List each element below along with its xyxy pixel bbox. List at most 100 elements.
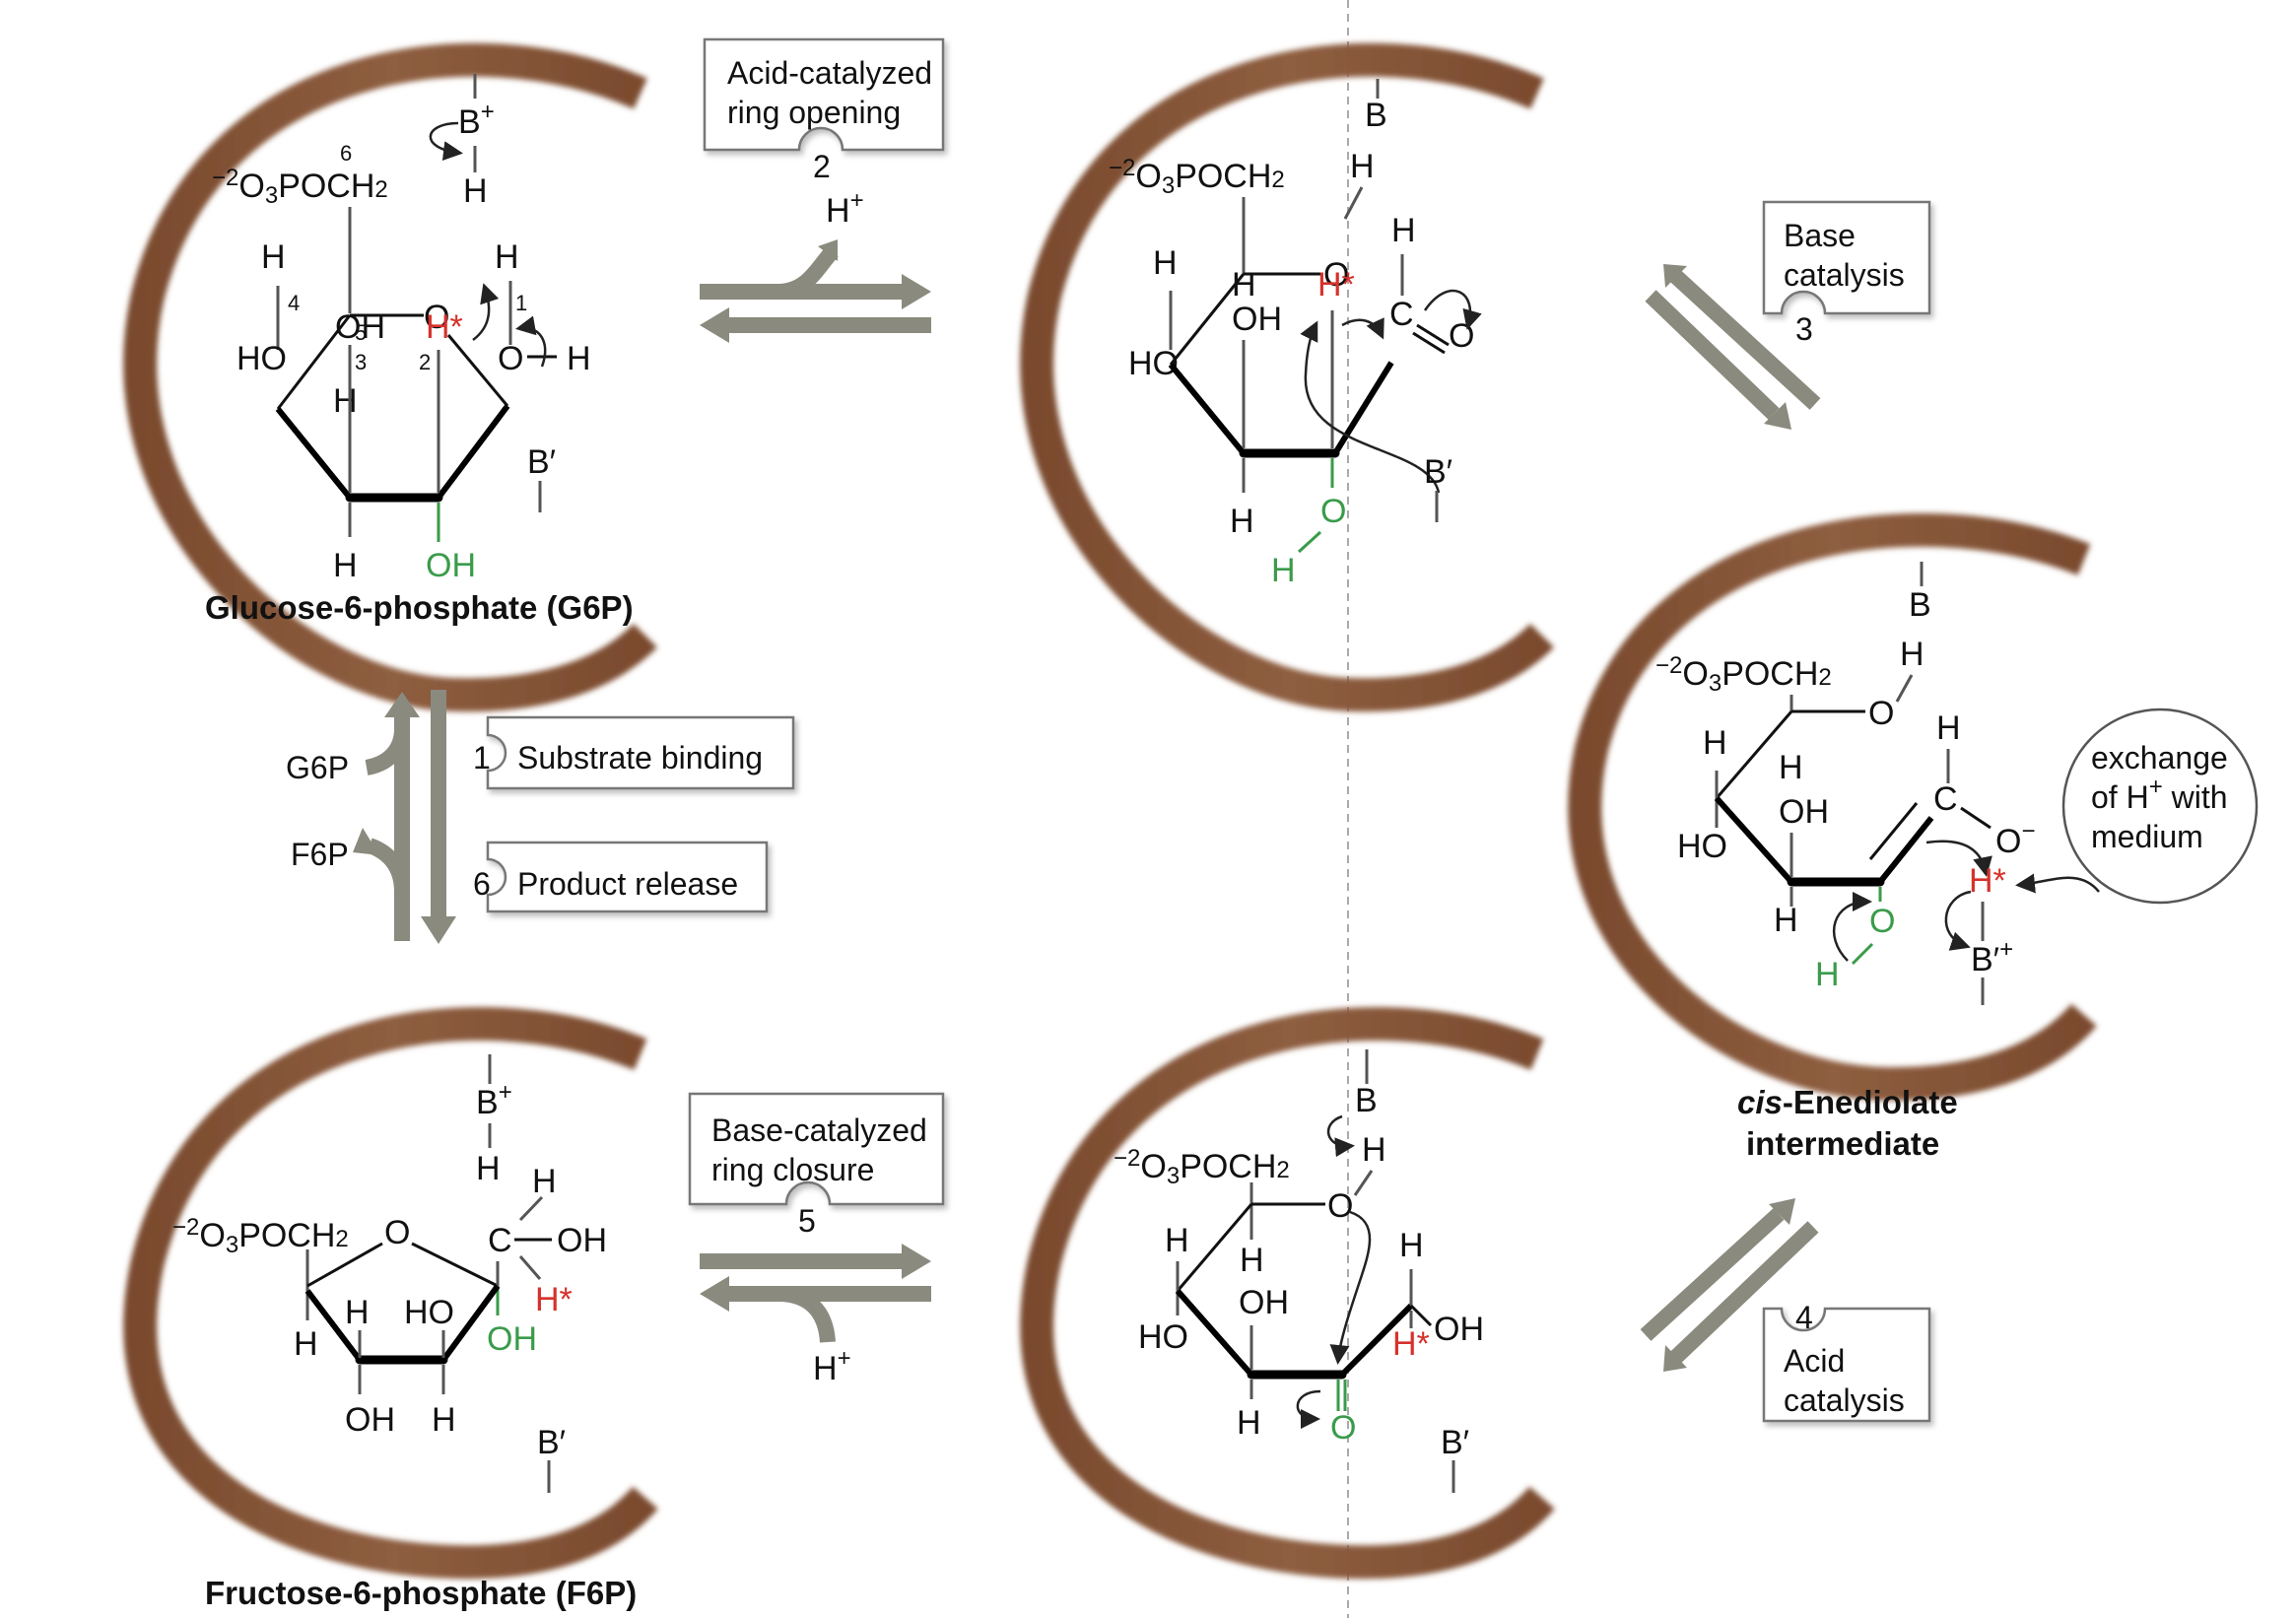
base-b-prime: B′ — [527, 443, 556, 481]
ring-oxygen: O — [424, 299, 449, 336]
carbon-number-5: 5 — [355, 320, 367, 345]
atom-h: H — [294, 1325, 318, 1363]
step-1-label: Substrate binding — [517, 740, 763, 775]
equilibrium-arrows-step-2 — [700, 239, 931, 343]
enzyme-pocket-enediolate — [1568, 512, 2097, 1102]
step-5-base-catalyzed-ring-closure: Base-catalyzed ring closure 5 H+ — [688, 1092, 945, 1387]
step-2-number: 2 — [813, 149, 831, 184]
anomeric-carbon: C — [488, 1222, 512, 1259]
exchange-line1: exchange — [2091, 740, 2228, 775]
atom-h: H — [1399, 1227, 1424, 1264]
enzyme-pocket-f6p — [123, 1007, 658, 1580]
step-6-label: Product release — [517, 866, 738, 902]
atom-oh: OH — [1232, 301, 1282, 338]
equilibrium-arrows-steps-1-6: G6P F6P — [286, 690, 456, 944]
step-5-number: 5 — [798, 1203, 816, 1239]
atom-h: H — [1165, 1222, 1189, 1259]
step-3-number: 3 — [1795, 311, 1813, 347]
step-2-label-line1: Acid-catalyzed — [727, 55, 932, 91]
step-3-label-line2: catalysis — [1784, 257, 1905, 293]
atom-h: H — [1900, 636, 1925, 673]
fructose-6-phosphate-structure: B+ H H −2O3POCH2 O C OH H* OH H H HO OH … — [172, 1054, 607, 1493]
step-4-label-line2: catalysis — [1784, 1382, 1905, 1418]
atom-oh: OH — [345, 1401, 395, 1439]
step-2-acid-catalyzed-ring-opening: Acid-catalyzed ring opening 2 H+ — [703, 37, 945, 230]
equilibrium-arrows-step-5 — [700, 1244, 931, 1343]
open-chain-glucose-structure: B −2O3POCH2 H O H H HO OH H H* O H H C O… — [1109, 79, 1482, 589]
c2-oxygen: O — [1869, 903, 1895, 940]
g6p-label: Glucose-6-phosphate (G6P) — [205, 589, 634, 626]
atom-h: H — [1230, 503, 1254, 540]
enzyme-pocket-g6p — [123, 42, 658, 712]
atom-oh: OH — [1434, 1311, 1484, 1348]
atom-ho: HO — [1138, 1318, 1188, 1356]
c2-hydroxyl: OH — [426, 547, 476, 584]
proton-h-plus: H+ — [826, 187, 864, 230]
ring-oxygen: O — [384, 1214, 410, 1251]
glucose-6-phosphate-structure: B+ H 6 −2O3POCH2 O 5 H H 4 HO OH 3 H H* … — [212, 74, 591, 584]
base-b: B — [1909, 586, 1931, 624]
atom-ho: HO — [236, 340, 287, 377]
atom-oh: OH — [557, 1222, 607, 1259]
atom-h: H — [1936, 709, 1961, 747]
base-b-prime: B′ — [537, 1424, 566, 1461]
phosphate-group: −2O3POCH2 — [212, 165, 388, 209]
base-b: B — [1355, 1082, 1378, 1119]
aldehyde-oxygen: O — [1449, 317, 1474, 355]
equilibrium-arrows-step-3 — [1645, 264, 1821, 430]
step-1-number: 1 — [473, 740, 491, 775]
atom-h: H — [1240, 1242, 1264, 1279]
f6p-label: Fructose-6-phosphate (F6P) — [205, 1575, 637, 1611]
step-4-acid-catalysis: 4 Acid catalysis — [1762, 1300, 1931, 1423]
labeled-hydrogen: H* — [1317, 266, 1355, 303]
carbon-number-6: 6 — [340, 141, 352, 166]
enediolate-label-line1: cis-Enediolate — [1737, 1084, 1958, 1120]
atom-ho: HO — [404, 1294, 454, 1331]
atom-h: H — [333, 547, 358, 584]
atom-oh: OH — [1779, 793, 1829, 831]
atom-h: H — [1779, 749, 1803, 786]
ring-closing-fructose-structure: B H −2O3POCH2 O H H HO OH H O H OH H* B′ — [1114, 1049, 1484, 1493]
carbon-number-3: 3 — [355, 350, 367, 374]
base-b-prime-plus: B′+ — [1971, 936, 2013, 978]
step-3-label-line1: Base — [1784, 218, 1856, 253]
aldehyde-h: H — [1391, 212, 1416, 249]
enzyme-pocket-ring-close — [1020, 1007, 1555, 1580]
g6p-side-label: G6P — [286, 750, 349, 785]
atom-h: H — [476, 1150, 501, 1187]
c5-oxygen: O — [1327, 1187, 1353, 1225]
enolate-oxygen: O− — [1995, 818, 2035, 860]
cis-enediolate-structure: B −2O3POCH2 H O H H HO OH H O H H C O− H… — [1655, 562, 2035, 1005]
c2-hydroxyl-hydrogen: H — [1271, 552, 1296, 589]
atom-h: H — [495, 238, 519, 276]
atom-ho: HO — [1677, 828, 1727, 865]
step-6-number: 6 — [473, 866, 491, 902]
atom-h: H — [1774, 902, 1798, 939]
base-b: B — [1365, 97, 1387, 134]
phosphate-group: −2O3POCH2 — [1114, 1145, 1290, 1189]
labeled-hydrogen: H* — [1969, 862, 2006, 900]
phosphate-group: −2O3POCH2 — [1109, 155, 1285, 199]
c2-carbonyl-oxygen: O — [1330, 1409, 1356, 1447]
atom-h: H — [261, 238, 286, 276]
base-b-prime: B′ — [1424, 453, 1452, 491]
phosphate-group: −2O3POCH2 — [1655, 652, 1832, 697]
c5-oxygen: O — [1868, 695, 1894, 732]
step-2-label-line2: ring opening — [727, 95, 901, 130]
exchange-line2: of H+ with — [2091, 774, 2228, 815]
atom-h: H — [345, 1294, 370, 1331]
atom-h: H — [1350, 148, 1375, 185]
c5-oxygen: O — [1323, 256, 1349, 294]
labeled-hydrogen: H* — [426, 308, 463, 346]
equilibrium-arrows-step-4 — [1640, 1198, 1819, 1372]
atom-oh: OH — [335, 308, 385, 346]
step-5-label-line1: Base-catalyzed — [711, 1112, 927, 1148]
c2-oxygen: O — [1320, 493, 1346, 530]
exchange-line3: medium — [2091, 819, 2203, 854]
enediolate-label-line2: intermediate — [1746, 1125, 1939, 1162]
enolate-carbon: C — [1933, 780, 1958, 818]
c2-hydroxyl-hydrogen: H — [1815, 956, 1840, 993]
step-3-base-catalysis: Base catalysis 3 — [1762, 200, 1931, 347]
step-6-product-release: 6 Product release — [473, 841, 769, 913]
